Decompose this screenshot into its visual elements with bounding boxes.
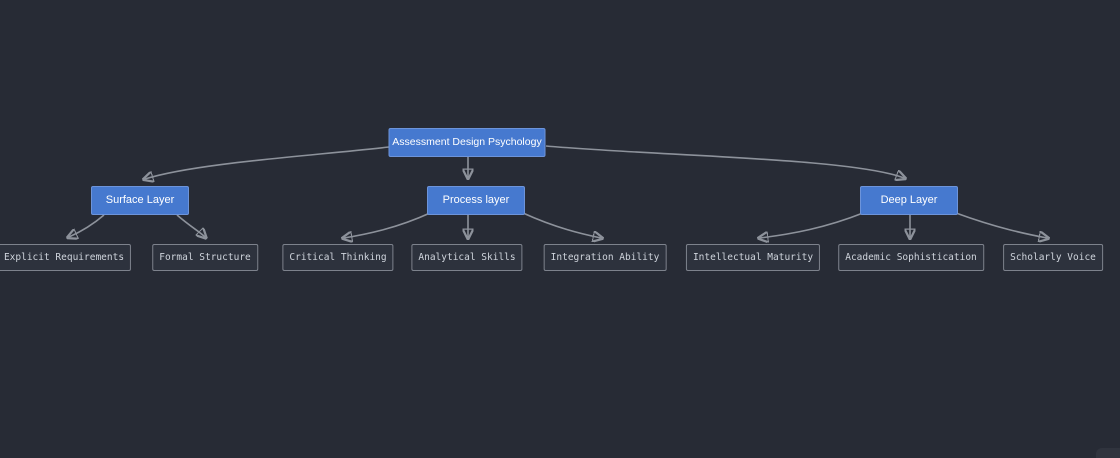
node-critical-thinking[interactable]: Critical Thinking: [282, 244, 394, 271]
edge-root-to-deep-layer: [545, 145, 904, 178]
edge-root-to-surface-layer: [145, 146, 390, 179]
edge-surface-to-explicit-requirements: [69, 214, 105, 237]
edge-process-to-integration-ability: [522, 212, 601, 238]
node-assessment-design-psychology[interactable]: Assessment Design Psychology: [388, 128, 546, 157]
node-academic-sophistication[interactable]: Academic Sophistication: [838, 244, 984, 271]
node-process-layer[interactable]: Process layer: [427, 186, 525, 215]
node-analytical-skills[interactable]: Analytical Skills: [411, 244, 523, 271]
edge-surface-to-formal-structure: [176, 214, 205, 237]
node-integration-ability[interactable]: Integration Ability: [543, 244, 667, 271]
node-explicit-requirements[interactable]: Explicit Requirements: [0, 244, 132, 271]
node-surface-layer[interactable]: Surface Layer: [91, 186, 189, 215]
node-deep-layer[interactable]: Deep Layer: [860, 186, 958, 215]
edge-deep-to-intellectual-maturity: [760, 212, 864, 238]
node-intellectual-maturity[interactable]: Intellectual Maturity: [685, 244, 821, 271]
edge-deep-to-scholarly-voice: [955, 212, 1047, 238]
node-formal-structure[interactable]: Formal Structure: [152, 244, 258, 271]
edge-process-to-critical-thinking: [344, 212, 431, 238]
node-scholarly-voice[interactable]: Scholarly Voice: [1003, 244, 1103, 271]
offscreen-panel-corner: [1096, 448, 1120, 458]
